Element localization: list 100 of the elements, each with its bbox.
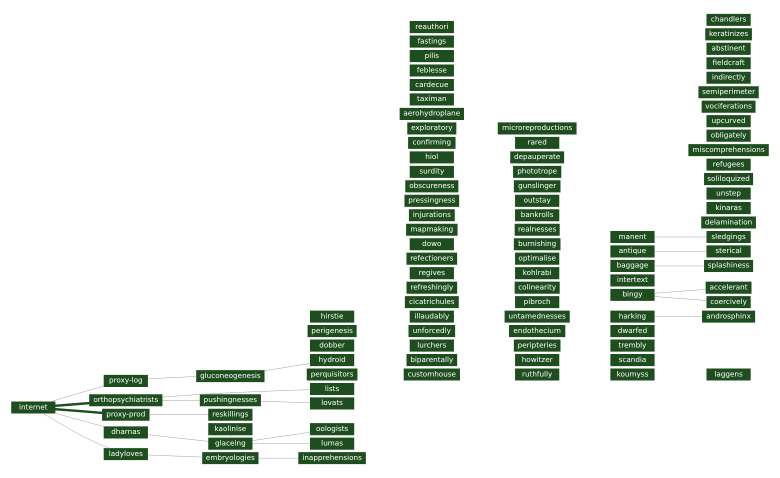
node-box: customhouse [404, 368, 460, 381]
node-box: koumyss [610, 368, 655, 381]
node-box: untamednesses [504, 310, 570, 323]
node-box: bankrolls [515, 209, 560, 222]
node-box: howitzer [515, 354, 560, 366]
node-box: pushingnesses [200, 394, 261, 406]
node-box: glaceing [208, 438, 252, 450]
node-box: accelerant [706, 282, 752, 294]
node-box: hydroid [310, 354, 354, 366]
node-box: obligately [706, 130, 751, 142]
node-box: refugees [706, 158, 751, 171]
node-box: baggage [610, 260, 655, 272]
node-box: lumas [310, 438, 354, 450]
node-box: scandia [610, 354, 655, 366]
node-box: trembly [610, 340, 655, 352]
connector [162, 389, 311, 398]
node-box: dowo [410, 238, 454, 250]
node-box: regives [410, 267, 454, 280]
node-box: pibroch [515, 296, 560, 308]
node-box: rared [515, 136, 560, 149]
node-box: illaudably [410, 310, 454, 323]
node-box: gluconeogenesis [196, 370, 265, 382]
node-box: outstay [515, 194, 560, 207]
node-box: inapprehensions [298, 452, 366, 464]
node-box: fieldcraft [706, 57, 751, 70]
node-box: unstep [706, 188, 751, 200]
node-box: biparentally [406, 354, 458, 366]
node-box: sterical [706, 245, 751, 258]
connector [147, 376, 197, 380]
node-box: orthopsychiatrists [89, 394, 162, 406]
node-box: pilis [410, 50, 454, 62]
node-box: unforcedly [408, 325, 456, 338]
node-box: ruthfully [515, 368, 560, 381]
node-box: lovats [310, 397, 354, 410]
connector [55, 408, 103, 414]
node-box: coercively [706, 296, 751, 308]
node-box: oologists [310, 423, 354, 436]
node-box: hiol [410, 151, 454, 164]
connector [43, 413, 110, 449]
node-box: abstinent [706, 42, 751, 55]
node-box: upcurved [706, 115, 751, 128]
node-box: splashiness [704, 260, 754, 272]
node-box: proxy-prod [102, 408, 150, 421]
node-box: microreproductions [498, 122, 577, 134]
node-box: lists [310, 382, 354, 396]
node-box: burnishing [514, 238, 560, 250]
node-box: bingy [610, 288, 655, 301]
node-box: colinearity [514, 282, 560, 294]
connector [654, 289, 706, 294]
node-box: dwarfed [610, 325, 655, 338]
node-box: keratinizes [705, 28, 752, 40]
node-box: cardecue [410, 78, 454, 92]
node-box: mapmaking [406, 224, 458, 236]
node-box: ladyloves [104, 448, 148, 460]
connector [252, 432, 311, 441]
node-box: exploratory [407, 122, 456, 134]
node-box: reskillings [208, 408, 252, 421]
connector [147, 454, 202, 458]
node-box: feblesse [410, 64, 454, 77]
node-box: injurations [408, 209, 455, 222]
connector [260, 400, 310, 404]
connector [654, 296, 708, 301]
node-box: manent [610, 230, 655, 244]
connector [654, 236, 708, 238]
node-box: endothecium [509, 325, 566, 338]
node-box: lurchers [410, 340, 454, 352]
node-box: optimalise [515, 252, 560, 265]
node-box: refectioners [406, 252, 458, 265]
node-box: androsphinx [702, 310, 756, 323]
connector [264, 363, 310, 372]
node-box: fastings [410, 36, 454, 48]
node-box: realnesses [514, 224, 560, 236]
node-box: perquisitors [306, 368, 358, 381]
node-box: confirming [408, 136, 456, 149]
node-box: soliloquized [704, 173, 754, 186]
connector [654, 316, 702, 317]
node-box: sledgings [706, 230, 751, 244]
node-box: dharnas [104, 426, 148, 438]
node-box: intertext [610, 274, 655, 286]
node-box: taximan [410, 93, 454, 106]
connector [654, 251, 708, 252]
node-box: vociferations [702, 100, 756, 113]
node-box: refreshingly [406, 282, 458, 294]
node-box: dobber [310, 340, 354, 352]
node-box: chandlers [706, 14, 751, 26]
node-box: aerohydroplane [400, 108, 464, 120]
node-box: obscureness [405, 180, 458, 192]
node-box: laggens [706, 368, 751, 381]
node-box: hirstie [310, 310, 354, 323]
node-box: miscomprehensions [688, 144, 769, 156]
node-box: embryologies [202, 452, 258, 464]
connector [252, 443, 311, 444]
node-box: indirectly [706, 72, 751, 84]
node-box: depauperate [510, 151, 564, 164]
node-box: phototrope [513, 166, 562, 178]
node-box: antique [610, 245, 655, 258]
node-box: proxy-log [104, 374, 148, 387]
node-box: kinaras [706, 202, 751, 214]
node-box: kohlrabi [515, 267, 560, 280]
connector [55, 402, 90, 407]
